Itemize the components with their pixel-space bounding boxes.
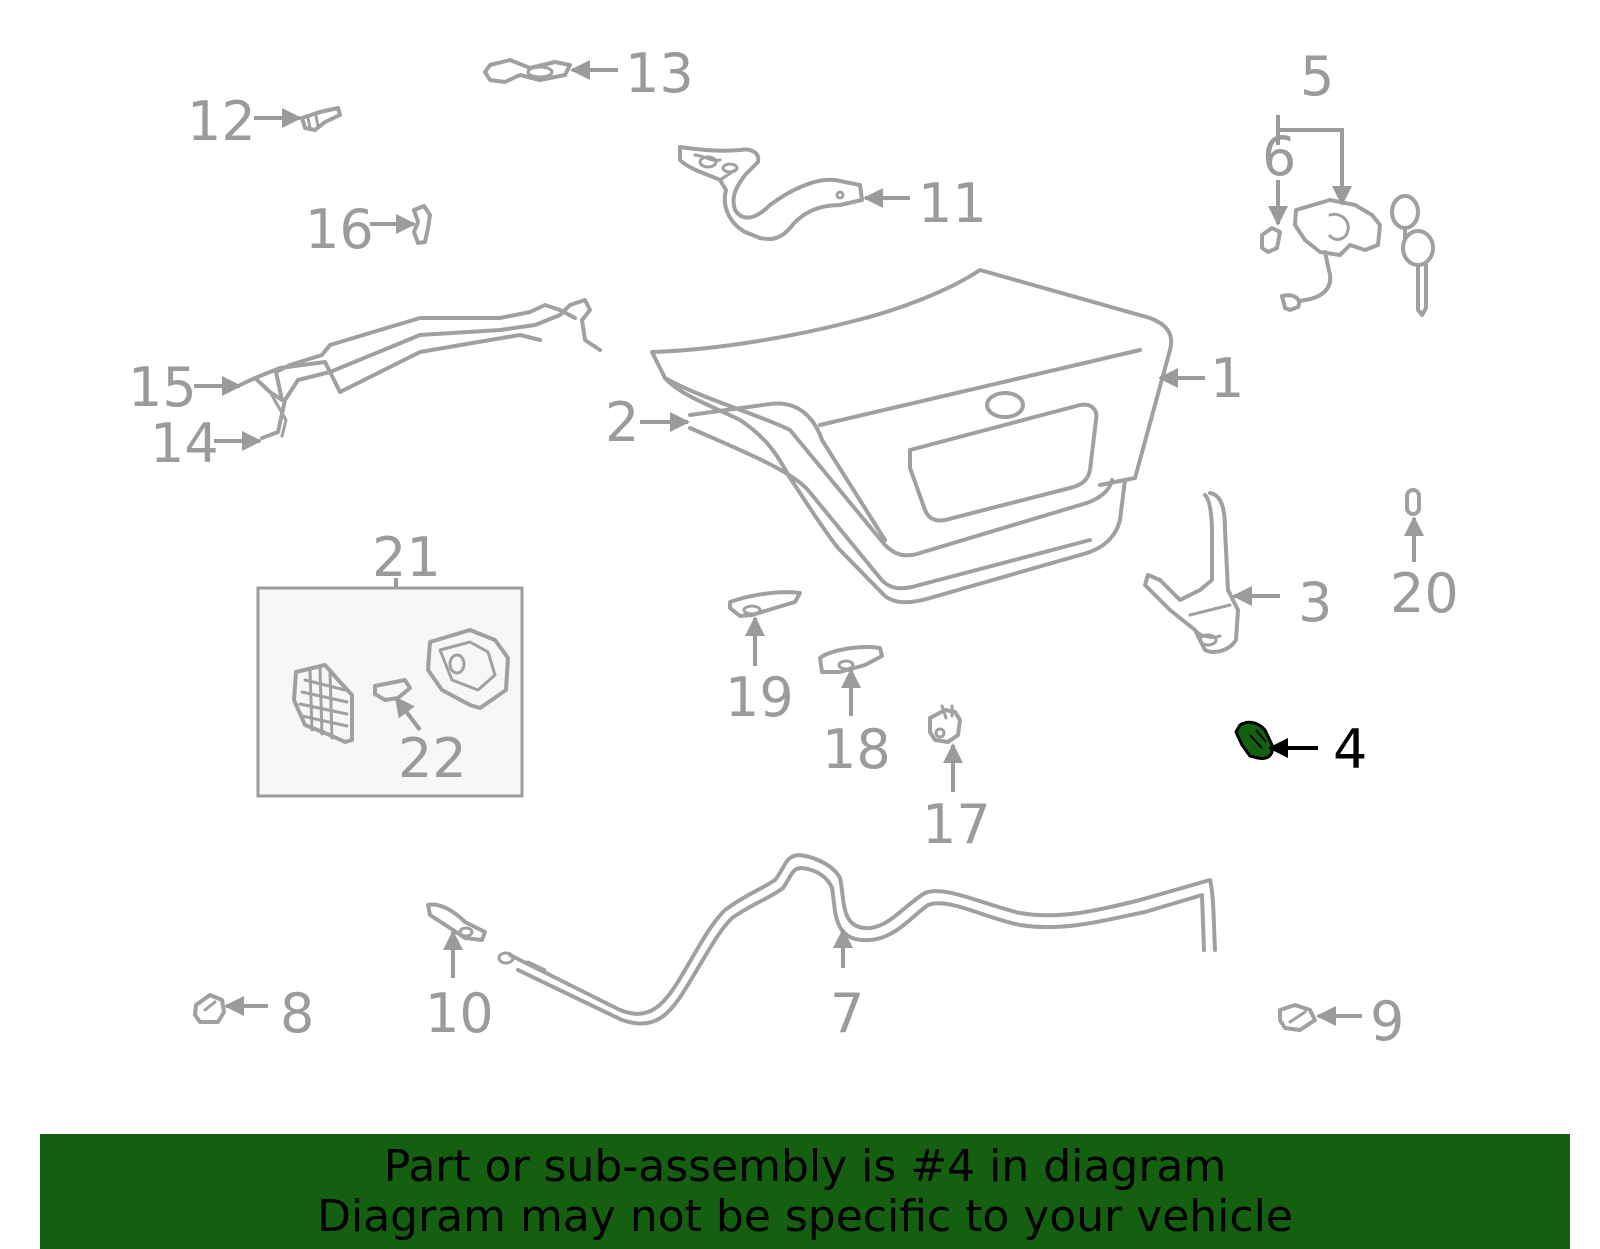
part-19-bumper[interactable] [728,590,802,618]
part-20-plug[interactable] [1405,488,1421,516]
banner-line-1: Part or sub-assembly is #4 in diagram [383,1141,1227,1192]
part-15-torsion-bar[interactable] [238,303,577,438]
callout-11[interactable]: 11 [918,172,987,235]
callout-8[interactable]: 8 [280,982,314,1045]
callout-19[interactable]: 19 [725,666,794,729]
part-6-lock-retainer[interactable] [1260,226,1282,254]
part-3-lock-striker[interactable] [1143,491,1240,654]
part-21-inset[interactable] [256,586,524,798]
callout-17[interactable]: 17 [922,793,991,856]
callout-3[interactable]: 3 [1298,571,1332,634]
callout-16[interactable]: 16 [305,198,374,261]
part-16-clip[interactable] [412,204,432,245]
part-10-cable-clamp[interactable] [426,902,487,942]
part-5-lock-assembly[interactable] [1280,194,1435,317]
callout-6[interactable]: 6 [1262,125,1296,188]
callout-9[interactable]: 9 [1370,990,1404,1053]
callout-22[interactable]: 22 [398,727,467,790]
callout-2[interactable]: 2 [605,391,639,454]
part-9-clip[interactable] [1278,1003,1317,1032]
callout-15[interactable]: 15 [128,356,197,419]
banner-line-2: Diagram may not be specific to your vehi… [317,1191,1293,1242]
part-18-bumper[interactable] [818,645,884,674]
part-12-grommet[interactable] [300,106,342,132]
part-7-release-cable[interactable] [497,853,1217,1026]
part-14-torsion-bar[interactable] [260,298,602,440]
callout-4[interactable]: 4 [1333,718,1367,781]
part-11-hinge[interactable] [678,145,864,241]
callout-13[interactable]: 13 [625,42,694,105]
callout-21[interactable]: 21 [372,526,441,589]
part-13-bracket[interactable] [483,58,572,84]
callout-18[interactable]: 18 [822,718,891,781]
callout-10[interactable]: 10 [425,982,494,1045]
part-4-highlighted[interactable] [1234,720,1274,760]
callout-1[interactable]: 1 [1210,347,1244,410]
callout-14[interactable]: 14 [150,412,219,475]
part-17-clip[interactable] [928,704,962,744]
callout-5[interactable]: 5 [1300,45,1334,108]
part-8-clip[interactable] [193,993,226,1024]
info-banner: Part or sub-assembly is #4 in diagram Di… [40,1134,1570,1249]
callout-20[interactable]: 20 [1390,562,1459,625]
part-1-trunk-lid[interactable] [650,268,1174,605]
callout-12[interactable]: 12 [187,90,256,153]
callout-7[interactable]: 7 [830,982,864,1045]
leader-lines [194,60,1424,1026]
